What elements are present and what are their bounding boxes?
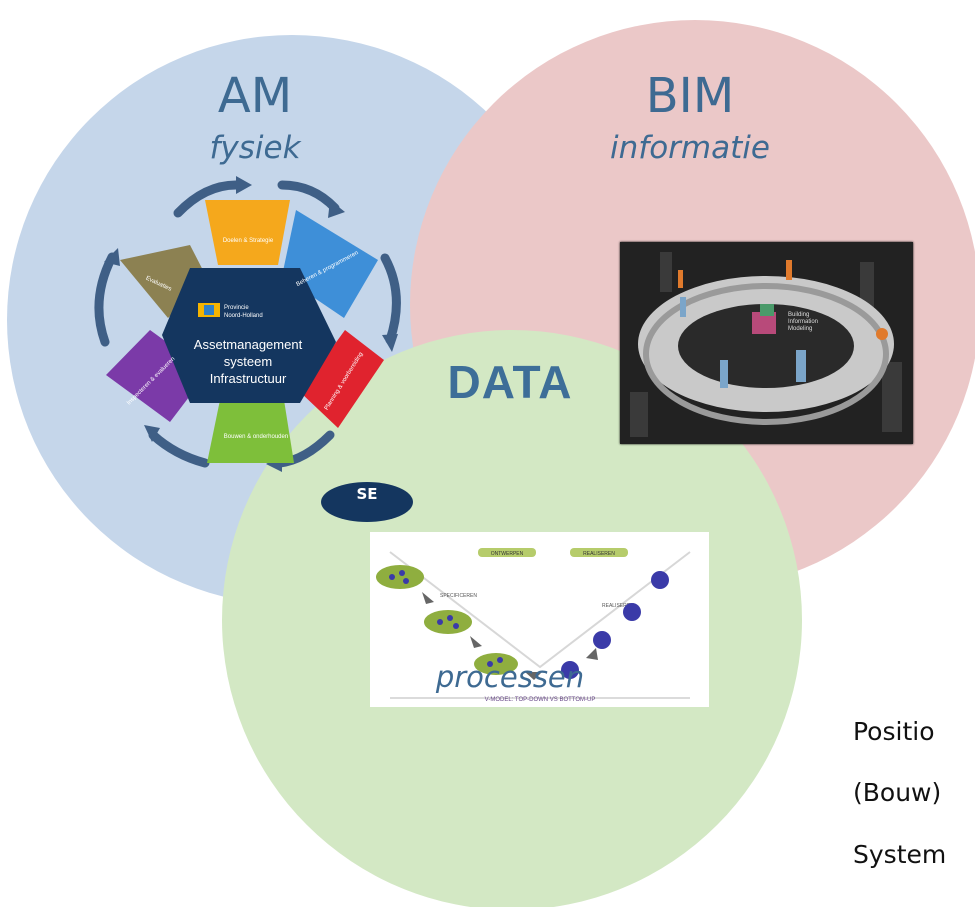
v-footer: V-MODEL: TOP-DOWN VS BOTTOM-UP	[485, 697, 596, 703]
segment-label-bouwen: Bouwen & onderhouden	[224, 434, 288, 440]
am-center-line-1: Assetmanagement	[194, 337, 303, 352]
am-center-hexagon	[162, 268, 336, 403]
am-center-line-2: systeem	[224, 354, 272, 369]
bim-center-line-2: Information	[788, 319, 818, 325]
side-text-line-3: System	[853, 840, 947, 869]
v-right-mid: REALISEREN	[602, 603, 634, 609]
logo-text-1: Provincie	[224, 305, 249, 311]
segment-doelen	[205, 200, 290, 265]
v-top-right: REALISEREN	[583, 551, 615, 557]
v-model-graphic: ONTWERPEN REALISEREN SPECIFICEREN REALIS…	[370, 532, 709, 707]
segment-planning	[300, 330, 384, 428]
cycle-arrow-3	[380, 253, 401, 345]
se-badge-label: SE	[356, 485, 378, 503]
v-top-left: ONTWERPEN	[491, 551, 524, 557]
bim-subtitle: informatie	[610, 130, 770, 166]
am-title: AM	[217, 68, 293, 124]
segment-inspecteren	[106, 330, 208, 422]
bim-lifecycle-image: Building Information Modeling	[620, 242, 913, 444]
se-badge	[321, 482, 413, 522]
side-text-line-2: (Bouw)	[853, 778, 942, 807]
segment-bouwen	[207, 400, 294, 463]
am-center-line-3: Infrastructuur	[210, 371, 287, 386]
data-center-label: DATA	[447, 356, 573, 408]
bim-center-line-1: Building	[788, 312, 809, 318]
asset-management-wheel: Provincie Noord-Holland Assetmanagement …	[94, 176, 401, 472]
segment-label-doelen: Doelen & Strategie	[223, 238, 274, 244]
logo-text-2: Noord-Holland	[224, 313, 263, 319]
side-text-block: Positio (Bouw) System	[853, 700, 975, 907]
processen-subtitle: processen	[435, 660, 585, 694]
cycle-arrow-5	[148, 430, 210, 468]
cycle-arrow-1	[173, 180, 241, 218]
bim-title: BIM	[645, 68, 735, 124]
bim-lifecycle-graphic: Building Information Modeling	[620, 242, 913, 444]
v-left-mid: SPECIFICEREN	[440, 593, 477, 599]
am-subtitle: fysiek	[209, 130, 301, 166]
side-text-line-1: Positio	[853, 717, 935, 746]
cycle-arrow-6	[94, 252, 117, 347]
v-model-image: ONTWERPEN REALISEREN SPECIFICEREN REALIS…	[370, 532, 709, 707]
bim-center-line-3: Modeling	[788, 326, 812, 332]
